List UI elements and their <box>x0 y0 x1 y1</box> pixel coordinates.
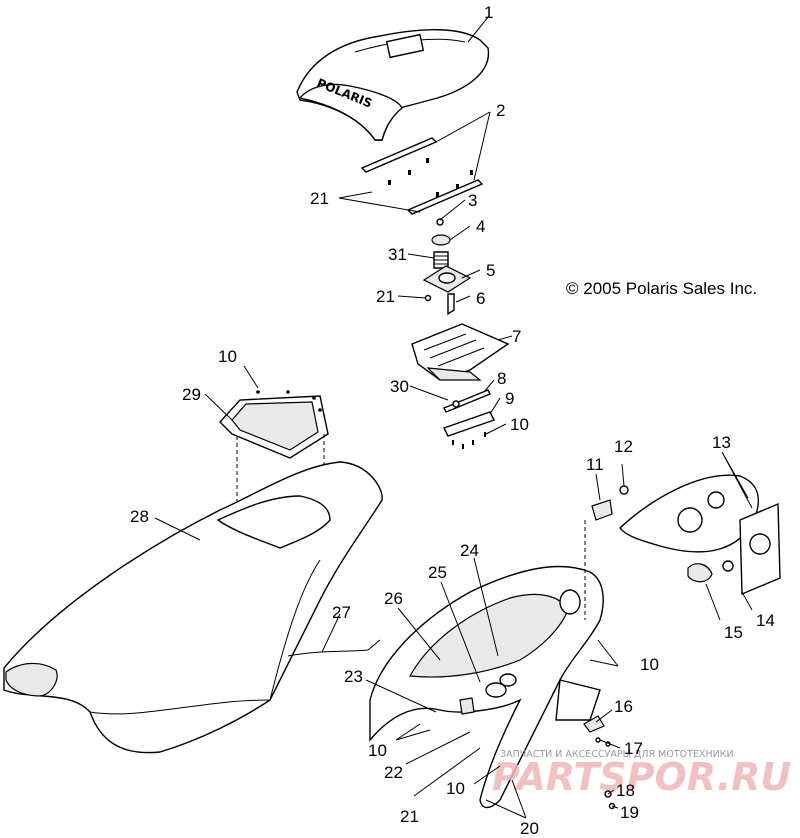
callout-27: 27 <box>332 603 351 622</box>
callout-10-upper: 10 <box>510 415 529 434</box>
part-1-cover: POLARIS <box>296 29 490 141</box>
callout-15: 15 <box>724 623 743 642</box>
callout-21-top: 21 <box>310 189 329 208</box>
callout-2: 2 <box>496 101 505 120</box>
callout-7: 7 <box>512 327 521 346</box>
part-7-latch-plate <box>411 323 510 381</box>
watermark-large-text: PARTSPOR.RU <box>492 755 791 799</box>
callout-24: 24 <box>460 541 479 560</box>
parts-11-12 <box>591 485 629 521</box>
part-29-tray <box>219 390 329 459</box>
part-20-tail-housing <box>369 565 604 809</box>
callout-10-left: 10 <box>368 741 387 760</box>
copyright-text: © 2005 Polaris Sales Inc. <box>566 279 757 298</box>
callout-11: 11 <box>586 455 604 474</box>
callouts: 1 2 3 4 5 6 7 8 9 10 10 10 10 10 11 12 1… <box>130 3 775 838</box>
watermark-small-text: ЗАПЧАСТИ И АКСЕССУАРЫ ДЛЯ МОТОТЕХНИКИ <box>500 749 734 760</box>
callout-30: 30 <box>390 377 409 396</box>
hardware-stack <box>422 218 472 316</box>
part-13-tail-lamp <box>619 474 781 596</box>
leader-lines <box>154 15 753 819</box>
callout-5: 5 <box>486 261 495 280</box>
callout-21-bottom: 21 <box>400 807 419 826</box>
callout-4: 4 <box>476 217 485 236</box>
callout-10-bottom: 10 <box>446 779 465 798</box>
callout-21-mid: 21 <box>376 287 395 306</box>
callout-6: 6 <box>476 289 485 308</box>
callout-8: 8 <box>497 369 506 388</box>
callout-9: 9 <box>505 389 514 408</box>
callout-29: 29 <box>182 385 201 404</box>
callout-22: 22 <box>384 763 403 782</box>
part-2-strips <box>360 137 484 215</box>
part-28-seat <box>3 461 383 754</box>
callout-17: 17 <box>624 739 643 758</box>
callout-10-tray: 10 <box>218 347 237 366</box>
part-27-cable <box>287 639 381 657</box>
callout-28: 28 <box>130 507 149 526</box>
callout-20: 20 <box>520 819 539 838</box>
callout-1: 1 <box>484 3 493 22</box>
callout-12: 12 <box>614 437 633 456</box>
callout-31: 31 <box>388 245 407 264</box>
callout-19: 19 <box>620 803 639 822</box>
callout-16: 16 <box>614 697 633 716</box>
callout-3: 3 <box>468 191 477 210</box>
callout-13: 13 <box>712 433 731 452</box>
callout-23: 23 <box>344 667 363 686</box>
callout-18: 18 <box>616 781 635 800</box>
parts-8-9-30 <box>443 389 495 449</box>
callout-25: 25 <box>428 563 447 582</box>
callout-26: 26 <box>384 589 403 608</box>
callout-10-right: 10 <box>640 655 659 674</box>
callout-14: 14 <box>756 611 775 630</box>
